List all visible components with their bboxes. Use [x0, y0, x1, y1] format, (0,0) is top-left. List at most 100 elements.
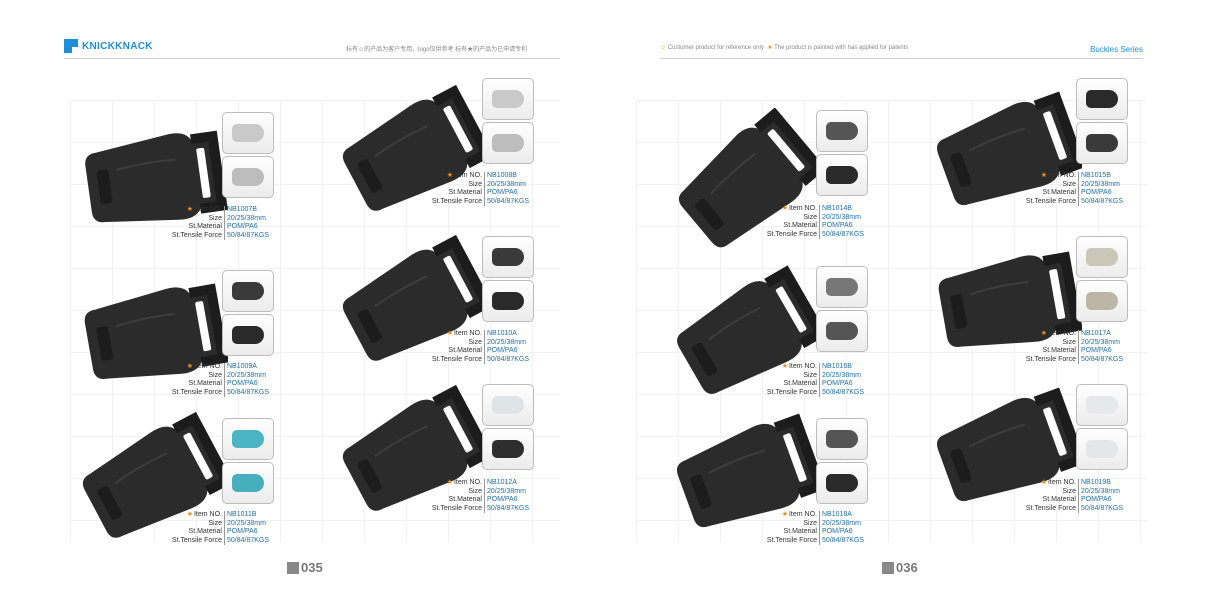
spec-value: POM/PA6 — [487, 347, 518, 355]
spec-label: St.Tensile Force — [160, 231, 225, 241]
buckle-thumbnail — [1076, 236, 1128, 278]
buckle-image — [936, 387, 1082, 502]
spec-value: 50/84/87KGS — [822, 388, 865, 396]
spec-value: 20/25/38mm — [487, 180, 526, 188]
spec-label: St.Material — [755, 222, 820, 231]
spec-value: 50/84/87KGS — [1081, 197, 1124, 205]
spec-label: Size — [160, 214, 225, 224]
page-number-right: 036 — [882, 560, 918, 575]
spec-value: NB1008B — [487, 172, 517, 179]
spec-value: POM/PA6 — [822, 380, 853, 388]
spec-label: Size — [160, 519, 225, 529]
buckle-thumbnail — [816, 418, 868, 460]
brand-logo: KNICKKNACK — [64, 39, 153, 53]
spec-label: St.Tensile Force — [420, 504, 485, 514]
spec-value: 50/84/87KGS — [1081, 355, 1124, 363]
buckle-thumbnail-image — [1086, 440, 1118, 458]
spec-label: St.Material — [755, 528, 820, 537]
spec-value: 20/25/38mm — [487, 487, 526, 495]
spec-value: POM/PA6 — [227, 380, 258, 388]
spec-value: NB1014B — [822, 205, 852, 212]
buckle-thumbnail-image — [232, 168, 264, 186]
spec-value: 20/25/38mm — [822, 519, 861, 527]
spec-label: St.Material — [1014, 496, 1079, 505]
spec-label: ★Item NO. — [420, 330, 485, 339]
buckle-thumbnail-image — [826, 322, 858, 340]
star-icon: ★ — [186, 206, 193, 213]
spec-value: NB1015B — [1081, 172, 1111, 179]
customer-icon: ☺ — [660, 45, 667, 51]
spec-value: 20/25/38mm — [1081, 487, 1120, 495]
page-number-left: 035 — [287, 560, 323, 575]
spec-label: St.Material — [755, 380, 820, 389]
buckle-thumbnail-image — [826, 474, 858, 492]
star-icon: ★ — [781, 205, 788, 212]
buckle-image — [678, 108, 822, 248]
buckle-thumbnail-image — [826, 166, 858, 184]
buckle-thumbnail — [1076, 428, 1128, 470]
spec-value: 50/84/87KGS — [487, 355, 530, 363]
buckle-thumbnail-image — [232, 282, 264, 300]
spec-value: 50/84/87KGS — [227, 536, 270, 544]
spec-label: Size — [160, 371, 225, 381]
spec-label: St.Material — [1014, 347, 1079, 356]
spec-label: ★Item NO. — [1014, 172, 1079, 181]
buckle-thumbnail — [222, 418, 274, 460]
spec-value: 50/84/87KGS — [227, 231, 270, 239]
series-title: Buckles Series — [1090, 45, 1143, 54]
buckle-image — [84, 283, 228, 379]
spec-row-item-no: ★Item NO.NB1016B — [755, 363, 864, 372]
spec-row-item-no: ★Item NO.NB1008B — [420, 172, 529, 181]
buckle-thumbnail — [816, 310, 868, 352]
buckle-thumbnail — [222, 156, 274, 198]
spec-label: Size — [1014, 338, 1079, 348]
spec-label: Size — [755, 519, 820, 529]
buckle-image — [85, 130, 228, 223]
spec-label: ★Item NO. — [755, 205, 820, 214]
spec-label: St.Tensile Force — [1014, 355, 1079, 365]
spec-value: NB1011B — [227, 511, 257, 518]
spec-label: St.Material — [160, 380, 225, 389]
spec-value: POM/PA6 — [1081, 189, 1112, 197]
spec-value: 50/84/87KGS — [1081, 504, 1124, 512]
spec-label: St.Tensile Force — [420, 197, 485, 207]
spec-value: 50/84/87KGS — [487, 197, 530, 205]
star-icon: ★ — [767, 45, 773, 51]
spec-label: ★Item NO. — [755, 363, 820, 372]
spec-value: NB1010A — [487, 330, 517, 337]
spec-label: Size — [755, 371, 820, 381]
spec-row-item-no: ★Item NO.NB1014B — [755, 205, 864, 214]
buckle-thumbnail — [482, 384, 534, 426]
spec-label: St.Tensile Force — [160, 536, 225, 546]
spec-label: St.Material — [420, 496, 485, 505]
spec-row-item-no: ★Item NO.NB1009A — [160, 363, 269, 372]
spec-value: POM/PA6 — [227, 528, 258, 536]
buckle-thumbnail-image — [232, 326, 264, 344]
buckle-thumbnail — [816, 154, 868, 196]
star-icon: ★ — [446, 479, 453, 486]
buckle-thumbnail-image — [232, 430, 264, 448]
buckle-thumbnail — [482, 280, 534, 322]
header-note-en: ☺ Customer product for reference only ★ … — [660, 45, 909, 51]
star-icon: ★ — [781, 511, 788, 518]
